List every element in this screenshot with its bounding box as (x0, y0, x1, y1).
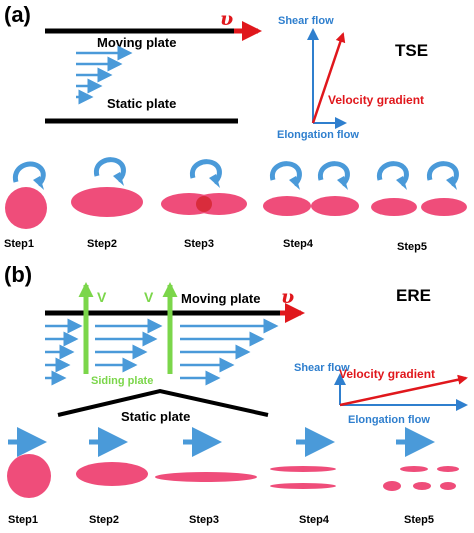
step-label: Step3 (184, 238, 214, 250)
flow-profile-b (45, 318, 279, 386)
moving-plate-label-b: Moving plate (181, 291, 260, 306)
droplet (71, 187, 143, 217)
velocity-gradient-vector-b (339, 374, 468, 407)
panel-b-label: (b) (4, 262, 32, 287)
elongation-flow-label-a: Elongation flow (277, 129, 359, 141)
droplets-a (5, 187, 467, 229)
droplet (421, 198, 467, 216)
arrowhead (446, 176, 457, 190)
static-plate-label-b: Static plate (121, 409, 190, 424)
droplet (263, 196, 311, 216)
droplet (400, 466, 428, 472)
step-label: Step5 (397, 241, 427, 253)
panel-b: (b) υ Moving plate V V Siding plate (4, 262, 468, 526)
static-plate-b (57, 388, 269, 417)
step-label: Step2 (87, 238, 117, 250)
droplet (270, 483, 336, 489)
velocity-symbol-b: υ (281, 286, 294, 308)
panel-a: (a) υ Moving plate Static plate Shear fl… (4, 2, 467, 253)
rotation-arrow-icon (376, 161, 409, 187)
droplet (155, 472, 257, 482)
rotation-arrow-icon (317, 161, 350, 187)
shear-flow-label-a: Shear flow (278, 15, 334, 27)
droplet (413, 482, 431, 490)
arrowhead (289, 176, 300, 190)
droplet (371, 198, 417, 216)
sliding-velocity-left: V (97, 289, 107, 305)
moving-plate-label-a: Moving plate (97, 35, 176, 50)
droplet (76, 462, 148, 486)
step-label: Step2 (89, 514, 119, 526)
step-label: Step4 (299, 514, 330, 526)
flow-profile-a (76, 45, 133, 105)
step-label: Step4 (283, 238, 314, 250)
rotation-arrow-icon (189, 159, 222, 185)
panel-a-label: (a) (4, 2, 31, 27)
rotation-arrow-icon (12, 161, 46, 187)
mode-label-tse: TSE (395, 41, 428, 60)
velocity-gradient-vector-a (311, 32, 346, 124)
velocity-symbol-a: υ (220, 8, 233, 30)
step-label: Step3 (189, 514, 219, 526)
droplet (270, 466, 336, 472)
arrowhead (209, 174, 220, 188)
mode-label-ere: ERE (396, 286, 431, 305)
coalescence-overlap (196, 196, 212, 212)
rotation-arrowheads-a (33, 172, 457, 190)
rotation-arrow-icon (93, 157, 126, 183)
droplet (311, 196, 359, 216)
shear-flow-label-b: Shear flow (294, 362, 350, 374)
rotation-arrows-a (12, 157, 459, 187)
step-label: Step5 (404, 514, 434, 526)
step-label: Step1 (4, 238, 34, 250)
droplets-b (7, 454, 459, 498)
droplet (440, 482, 456, 490)
arrowhead (33, 176, 44, 190)
velocity-gradient-label-b: Velocity gradient (339, 367, 435, 381)
rotation-arrow-icon (269, 161, 302, 187)
arrowhead (396, 176, 407, 190)
static-plate-label-a: Static plate (107, 96, 176, 111)
droplet (437, 466, 459, 472)
elongation-flow-label-b: Elongation flow (348, 414, 430, 426)
droplet (383, 481, 401, 491)
rotation-arrow-icon (426, 161, 459, 187)
droplet (5, 187, 47, 229)
arrowhead (113, 172, 124, 186)
sliding-plate-label: Siding plate (91, 375, 153, 387)
sliding-velocity-right: V (144, 289, 154, 305)
droplet (7, 454, 51, 498)
step-label: Step1 (8, 514, 38, 526)
arrowhead (337, 176, 348, 190)
velocity-gradient-label-a: Velocity gradient (328, 93, 424, 107)
